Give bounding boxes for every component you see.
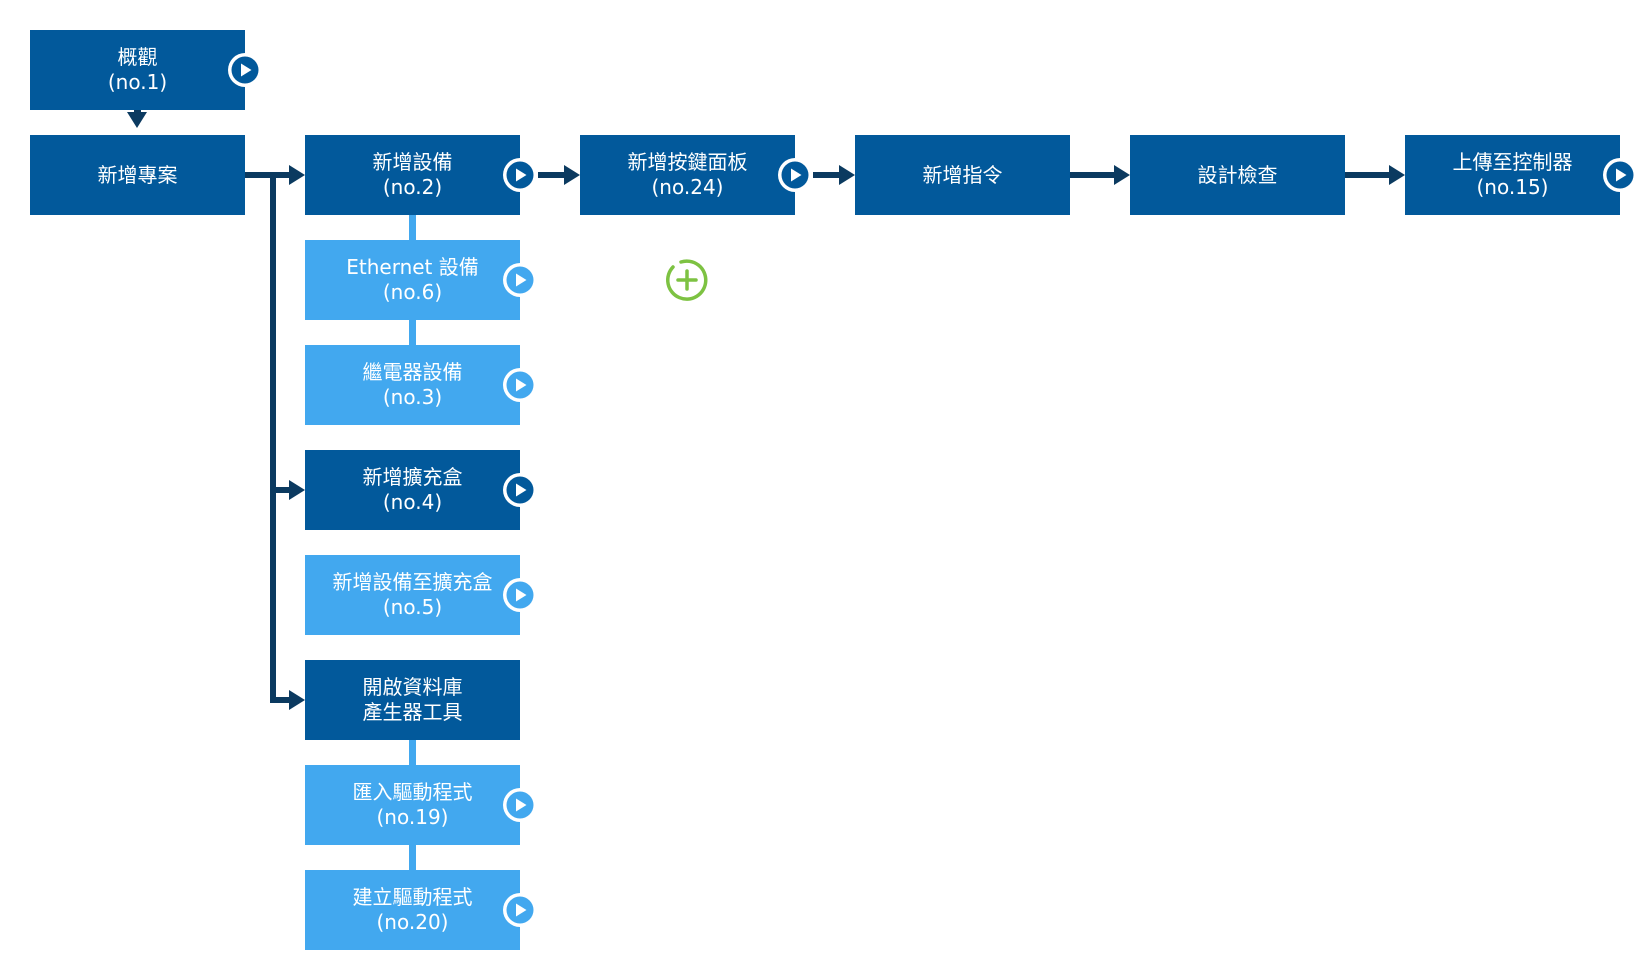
step-title: 新增專案 (97, 162, 178, 187)
step-ref: (no.20) (376, 910, 449, 934)
arrow-overview-to-project (127, 112, 147, 128)
step-new-project[interactable]: 新增專案 (30, 135, 245, 215)
step-ref: (no.2) (382, 175, 443, 199)
arrow-to-open-db-tool (289, 690, 305, 710)
step-upload-controller[interactable]: 上傳至控制器 (no.15) (1405, 135, 1620, 215)
line-keypad-to-command (813, 172, 841, 178)
step-overview[interactable]: 概觀 (no.1) (30, 30, 245, 110)
step-ethernet-device[interactable]: Ethernet 設備 (no.6) (305, 240, 520, 320)
step-title: 繼電器設備 (362, 360, 463, 384)
step-title: 新增設備 (372, 150, 453, 174)
connector-db-import (409, 740, 416, 765)
play-circle-icon[interactable] (503, 788, 537, 822)
step-ref: (no.3) (382, 385, 443, 409)
step-title: 新增擴充盒 (362, 465, 463, 489)
line-check-to-upload (1345, 172, 1391, 178)
play-circle-icon[interactable] (778, 158, 812, 192)
step-add-expansion-box[interactable]: 新增擴充盒 (no.4) (305, 450, 520, 530)
step-add-keypad[interactable]: 新增按鍵面板 (no.24) (580, 135, 795, 215)
step-ref: (no.6) (382, 280, 443, 304)
step-title: Ethernet 設備 (346, 255, 479, 279)
arrow-to-add-device (289, 165, 305, 185)
line-to-expansion (270, 487, 290, 493)
play-circle-icon[interactable] (503, 158, 537, 192)
step-add-device[interactable]: 新增設備 (no.2) (305, 135, 520, 215)
line-overview-to-project (134, 110, 141, 120)
trunk-line (270, 172, 276, 703)
connector-import-create (409, 845, 416, 870)
step-ref: (no.1) (107, 70, 168, 94)
step-title: 設計檢查 (1197, 162, 1278, 187)
step-title: 概觀 (117, 45, 158, 69)
step-open-db-tool[interactable]: 開啟資料庫 產生器工具 (305, 660, 520, 740)
play-circle-icon[interactable] (503, 263, 537, 297)
step-create-driver[interactable]: 建立驅動程式 (no.20) (305, 870, 520, 950)
arrow-to-upload (1389, 165, 1405, 185)
play-circle-icon[interactable] (503, 473, 537, 507)
step-title: 開啟資料庫 (362, 675, 463, 699)
step-ref: (no.19) (376, 805, 449, 829)
play-circle-icon[interactable] (503, 893, 537, 927)
step-title: 建立驅動程式 (352, 885, 473, 909)
step-ref: (no.15) (1476, 175, 1549, 199)
step-relay-device[interactable]: 繼電器設備 (no.3) (305, 345, 520, 425)
step-import-driver[interactable]: 匯入驅動程式 (no.19) (305, 765, 520, 845)
arrow-to-command (839, 165, 855, 185)
step-title: 匯入驅動程式 (352, 780, 473, 804)
step-title: 新增設備至擴充盒 (332, 570, 493, 594)
arrow-to-keypad (564, 165, 580, 185)
step-title: 新增指令 (922, 162, 1003, 187)
line-command-to-check (1070, 172, 1116, 178)
plus-circle-svg (666, 259, 708, 301)
step-ref: (no.4) (382, 490, 443, 514)
step-title-line2: 產生器工具 (362, 700, 463, 724)
arrow-to-check (1114, 165, 1130, 185)
line-device-to-keypad (538, 172, 566, 178)
arrow-to-add-expansion-box (289, 480, 305, 500)
step-add-device-to-box[interactable]: 新增設備至擴充盒 (no.5) (305, 555, 520, 635)
play-circle-icon[interactable] (503, 578, 537, 612)
step-title: 新增按鍵面板 (627, 150, 748, 174)
step-add-command[interactable]: 新增指令 (855, 135, 1070, 215)
line-project-out (245, 172, 290, 178)
play-circle-icon[interactable] (503, 368, 537, 402)
play-circle-icon[interactable] (228, 53, 262, 87)
step-title: 上傳至控制器 (1452, 150, 1573, 174)
plus-circle-icon[interactable] (662, 255, 712, 305)
line-to-db-tool (270, 697, 290, 703)
step-ref: (no.5) (382, 595, 443, 619)
connector-ethernet-relay (409, 320, 416, 345)
play-circle-icon[interactable] (1603, 158, 1637, 192)
connector-device-ethernet (409, 215, 416, 240)
step-design-check[interactable]: 設計檢查 (1130, 135, 1345, 215)
step-ref: (no.24) (651, 175, 724, 199)
